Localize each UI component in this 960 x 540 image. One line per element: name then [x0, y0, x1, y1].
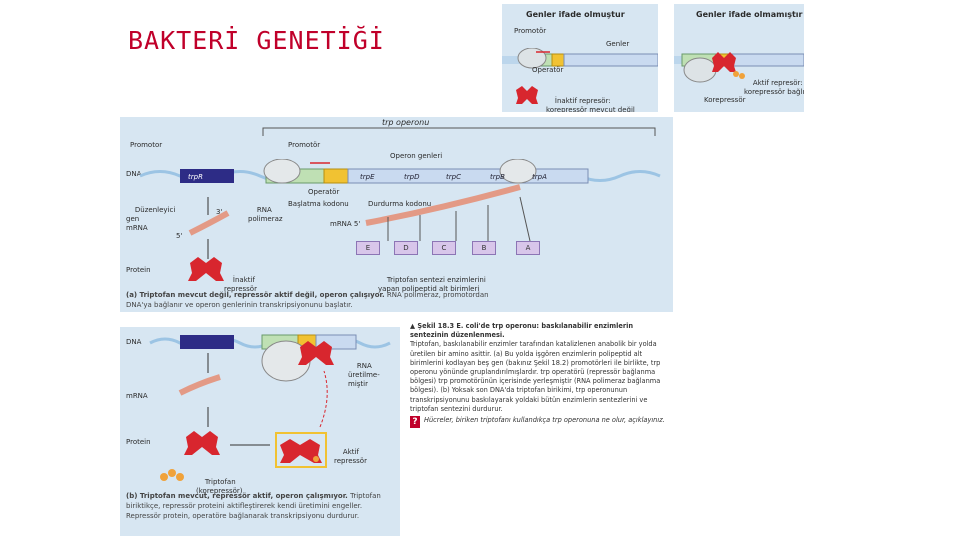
- protein-label: Protein: [126, 266, 151, 274]
- inset-off-heading: Genler ifade olmamıştır: [696, 10, 803, 19]
- promoter-top-label: Promotor: [130, 141, 163, 149]
- inset-on-promoter: Promotör: [514, 27, 547, 35]
- five-prime-label: 5': [176, 232, 183, 240]
- panel-a: trp operonu Promotor Promotör Operon gen…: [120, 117, 673, 312]
- operator-label: Operatör: [308, 188, 340, 196]
- panel-a-caption: (a) Triptofan mevcut değil, repressör ak…: [126, 290, 506, 310]
- active-repressor-label: Aktif repressör: [334, 439, 367, 475]
- inset-on-heading: Genler ifade olmuştur: [526, 10, 625, 19]
- panel-b-protein-label: Protein: [126, 438, 151, 446]
- regulator-gene-label: Düzenleyici gen: [126, 197, 175, 233]
- dna-strand: [139, 159, 661, 184]
- inset-on-genes: Genler: [606, 40, 630, 48]
- inset-off-active-repressor: Aktif represör: korepressör bağlı: [744, 70, 804, 106]
- panel-b-caption-rest: Triptofan biriktikçe, repressör proteini…: [126, 492, 381, 520]
- panel-b-diagram: [149, 334, 391, 481]
- mrna5-label: mRNA 5': [330, 220, 361, 228]
- inset-on-repressor-note-text: İnaktif represör: korepressör mevcut değ…: [546, 97, 635, 112]
- inset-genes-not-expressed: Genler ifade olmamıştır Aktif represör: …: [674, 4, 804, 112]
- enzyme-E: E: [356, 241, 380, 255]
- enzyme-C: C: [432, 241, 456, 255]
- panel-a-caption-rest: RNA polimeraz, promotordan DNA'ya bağlan…: [126, 291, 489, 309]
- enzyme-B: B: [472, 241, 496, 255]
- rna-pol-text: RNA polimeraz: [248, 206, 283, 223]
- inactive-repressor-text: İnaktif repressör: [224, 276, 257, 293]
- question-mark-icon: ?: [410, 416, 420, 429]
- tryptophan-text: Triptofan (korepressör): [196, 478, 243, 495]
- inset-on-repressor-note: İnaktif represör: korepressör mevcut değ…: [546, 88, 635, 112]
- start-codon-label: Başlatma kodonu: [288, 200, 349, 208]
- enzyme-caption: Triptofan sentezi enzimlerini yapan poli…: [378, 267, 486, 303]
- inset-on-operator: Operatör: [532, 66, 564, 74]
- rna-pol-label: RNA polimeraz: [248, 197, 283, 233]
- page-title: BAKTERİ GENETİĞİ: [128, 26, 385, 55]
- dna-label: DNA: [126, 170, 142, 178]
- enzyme-caption-text: Triptofan sentezi enzimlerini yapan poli…: [378, 276, 486, 293]
- panel-b-dna-label: DNA: [126, 338, 142, 346]
- panel-a-caption-bold: (a) Triptofan mevcut değil, repressör ak…: [126, 291, 385, 299]
- panel-b-mrna-label: mRNA: [126, 392, 148, 400]
- regulator-gene-text: Düzenleyici gen: [126, 206, 176, 223]
- figure-question-text: Hücreler, biriken triptofanı kullandıkça…: [424, 416, 665, 425]
- figure-question: ? Hücreler, biriken triptofanı kullandık…: [410, 416, 672, 429]
- trpR-gene: trpR: [188, 173, 203, 181]
- mrna-label: mRNA: [126, 224, 148, 232]
- gene-trpE: trpE: [360, 173, 375, 181]
- inset-genes-expressed: Genler ifade olmuştur Promotör Genler Op…: [502, 4, 658, 112]
- panel-b-caption: (b) Triptofan mevcut, repressör aktif, o…: [126, 491, 392, 521]
- active-repressor-text: Aktif repressör: [334, 448, 367, 465]
- repressor-icon: [516, 86, 538, 104]
- enzyme-A: A: [516, 241, 540, 255]
- figure-caption-body: Triptofan, baskılanabilir enzimler taraf…: [410, 340, 661, 413]
- promoter-mid-label: Promotör: [288, 141, 321, 149]
- gene-trpD: trpD: [404, 173, 420, 181]
- gene-trpA: trpA: [532, 173, 547, 181]
- inset-off-dna: [674, 52, 804, 83]
- panel-b-caption-bold: (b) Triptofan mevcut, repressör aktif, o…: [126, 492, 348, 500]
- mrna-and-arrows: [188, 184, 531, 281]
- figure-caption: ▲ Şekil 18.3 E. coli'de trp operonu: bas…: [410, 322, 672, 429]
- gene-trpB: trpB: [490, 173, 505, 181]
- no-rna-text: RNA üretilme- miştir: [348, 362, 380, 388]
- inset-off-corepressor: Korepressör: [704, 96, 746, 104]
- tryptophan-label: Triptofan (korepressör): [196, 469, 243, 505]
- enzyme-D: D: [394, 241, 418, 255]
- operon-label: trp operonu: [382, 118, 430, 127]
- inset-off-active-repressor-text: Aktif represör: korepressör bağlı: [744, 79, 804, 96]
- inset-on-dna: [502, 48, 658, 69]
- figure-caption-head: ▲ Şekil 18.3 E. coli'de trp operonu: bas…: [410, 322, 634, 340]
- inactive-repressor-label: İnaktif repressör: [224, 267, 257, 303]
- operon-bracket: [262, 127, 656, 136]
- panel-b: DNA mRNA Protein RNA üretilme- miştir Ak…: [120, 327, 400, 536]
- three-prime-label: 3': [216, 208, 223, 216]
- gene-trpC: trpC: [446, 173, 461, 181]
- no-rna-label: RNA üretilme- miştir: [348, 353, 380, 398]
- stop-codon-label: Durdurma kodonu: [368, 200, 432, 208]
- operon-genes-label: Operon genleri: [390, 152, 443, 160]
